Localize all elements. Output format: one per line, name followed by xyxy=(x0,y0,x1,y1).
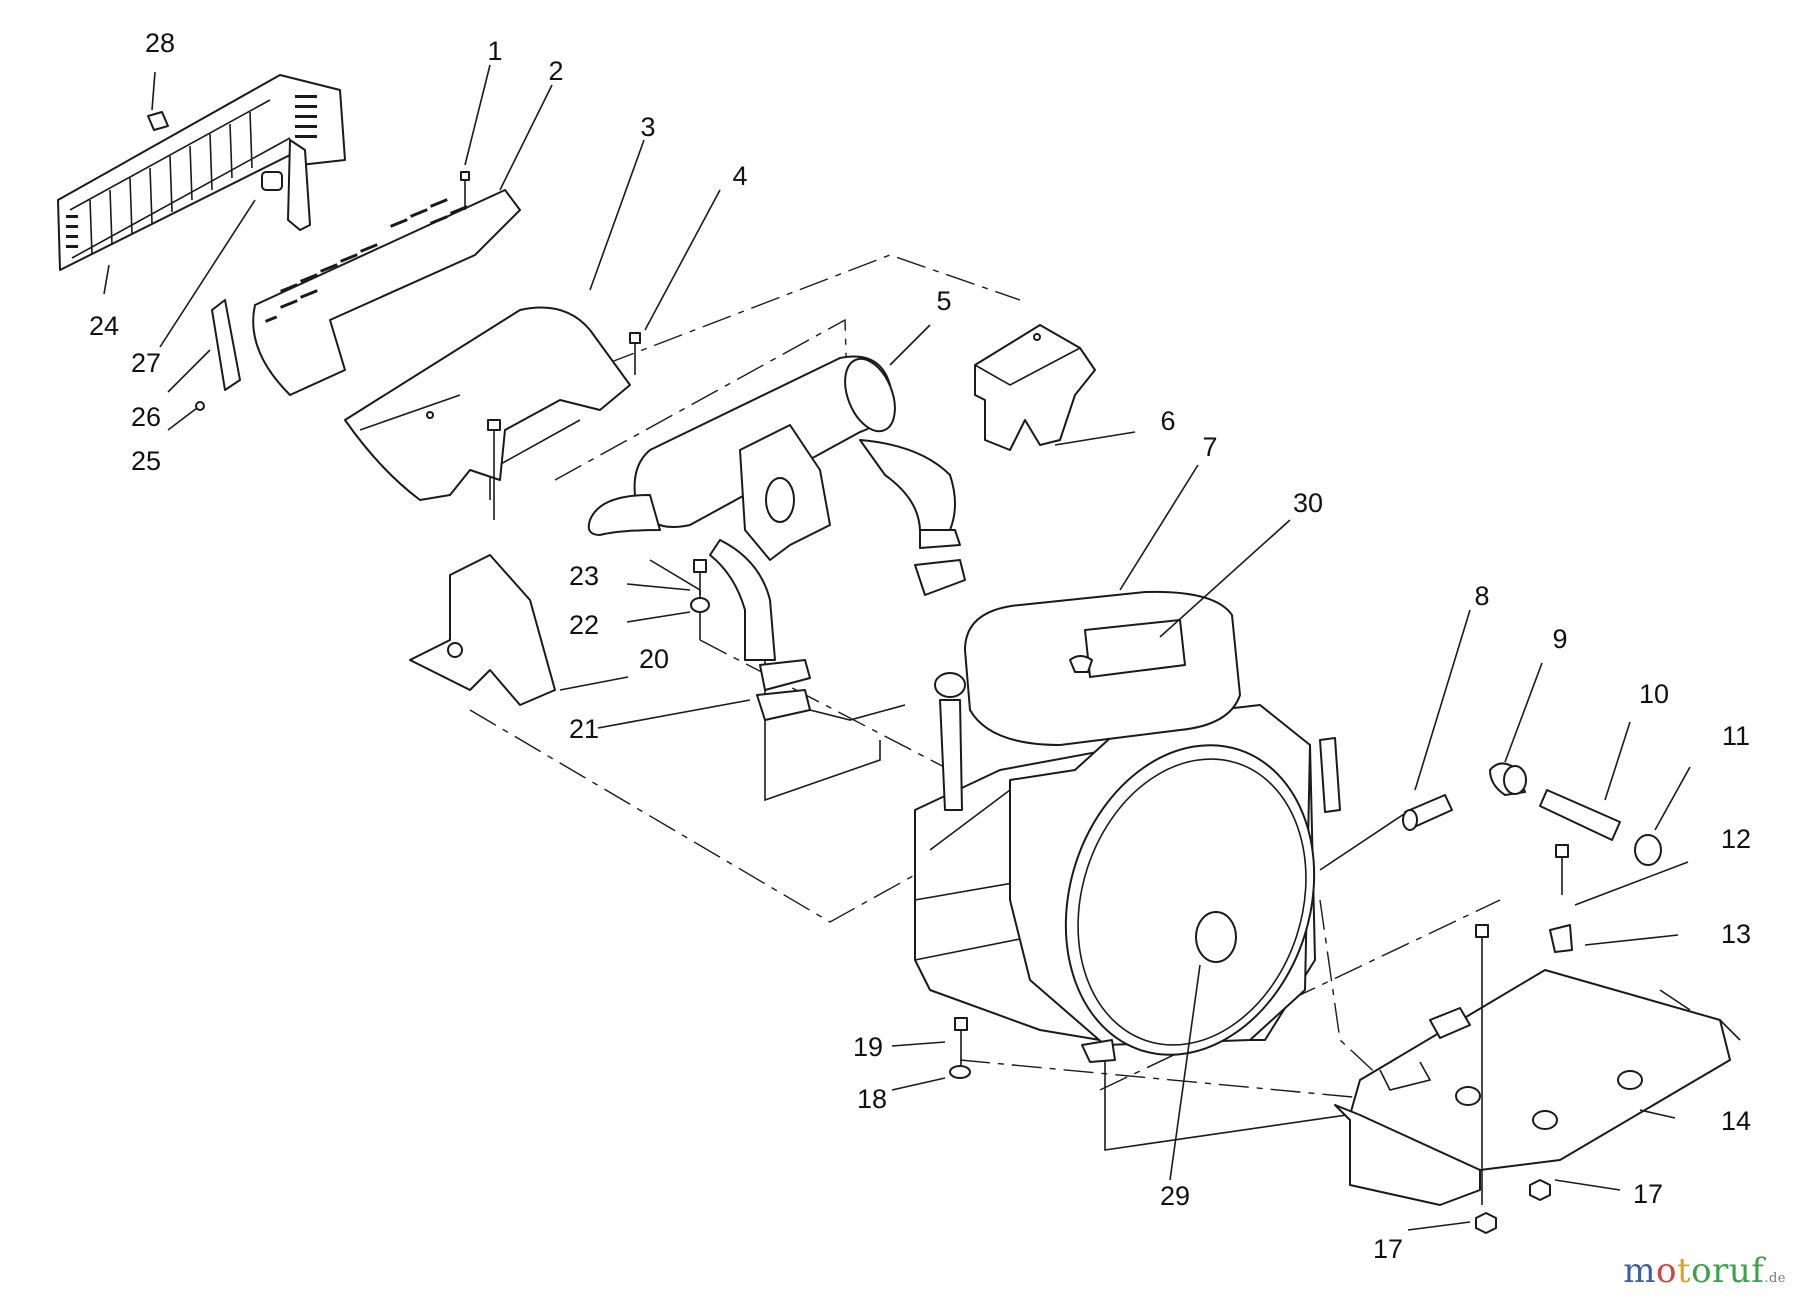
leader-lines xyxy=(103,64,1691,1231)
callout-7: 7 xyxy=(1202,432,1217,462)
mounting-plate xyxy=(1334,969,1741,1206)
callout-29: 29 xyxy=(1160,1181,1190,1211)
callout-1: 1 xyxy=(487,36,502,66)
callout-10: 10 xyxy=(1639,679,1669,709)
grille-screw xyxy=(147,111,169,131)
callout-8: 8 xyxy=(1474,581,1489,611)
shield-bolt xyxy=(487,332,641,520)
callout-14: 14 xyxy=(1721,1106,1751,1136)
callout-27: 27 xyxy=(131,348,161,378)
callout-4: 4 xyxy=(732,161,747,191)
engine-flywheel-screen xyxy=(1064,744,1316,1056)
grille-screen xyxy=(57,74,346,271)
engine-shroud xyxy=(964,590,1241,746)
dipstick-tube xyxy=(934,672,966,811)
clamp-clip xyxy=(195,401,205,411)
callout-12: 12 xyxy=(1721,824,1751,854)
watermark-o: o xyxy=(1655,1251,1677,1291)
muffler-bolt xyxy=(690,559,710,613)
callout-26: 26 xyxy=(131,402,161,432)
callout-9: 9 xyxy=(1552,624,1567,654)
callout-22: 22 xyxy=(569,610,599,640)
callout-28: 28 xyxy=(145,28,175,58)
callout-18: 18 xyxy=(857,1084,887,1114)
heat-shield-upper xyxy=(211,189,521,396)
callout-20: 20 xyxy=(639,644,669,674)
engine-mount-bolt xyxy=(949,1017,971,1079)
callout-21: 21 xyxy=(569,714,599,744)
drain-fittings xyxy=(1319,762,1662,871)
callout-17-a: 17 xyxy=(1633,1179,1663,1209)
watermark-t: t xyxy=(1676,1251,1692,1291)
engine-side-component xyxy=(1319,737,1341,813)
callout-6: 6 xyxy=(1160,406,1175,436)
callout-3: 3 xyxy=(640,112,655,142)
grille-spacer xyxy=(261,171,283,191)
site-watermark-logo: motoruf.de xyxy=(1623,1251,1786,1291)
side-deflector xyxy=(409,554,556,706)
callout-30: 30 xyxy=(1293,488,1323,518)
callout-17-b: 17 xyxy=(1373,1234,1403,1264)
callout-19: 19 xyxy=(853,1032,883,1062)
muffler-guard xyxy=(974,324,1096,451)
callout-24: 24 xyxy=(89,311,119,341)
watermark-suffix: .de xyxy=(1764,1271,1786,1286)
callout-2: 2 xyxy=(548,56,563,86)
watermark-rest: oruf xyxy=(1691,1251,1765,1291)
screw-top xyxy=(460,171,470,210)
engine-mount-foot xyxy=(1081,1039,1116,1063)
mount-bolts xyxy=(1475,844,1573,1234)
callout-labels: 1 2 3 4 5 6 7 8 9 10 11 12 13 14 17 17 1… xyxy=(89,28,1751,1264)
callout-25: 25 xyxy=(131,446,161,476)
heat-shield-lower xyxy=(344,306,631,501)
callout-13: 13 xyxy=(1721,919,1751,949)
callout-5: 5 xyxy=(936,286,951,316)
callout-23: 23 xyxy=(569,561,599,591)
callout-11: 11 xyxy=(1722,721,1750,751)
muffler xyxy=(587,355,966,721)
watermark-m: m xyxy=(1623,1251,1656,1291)
